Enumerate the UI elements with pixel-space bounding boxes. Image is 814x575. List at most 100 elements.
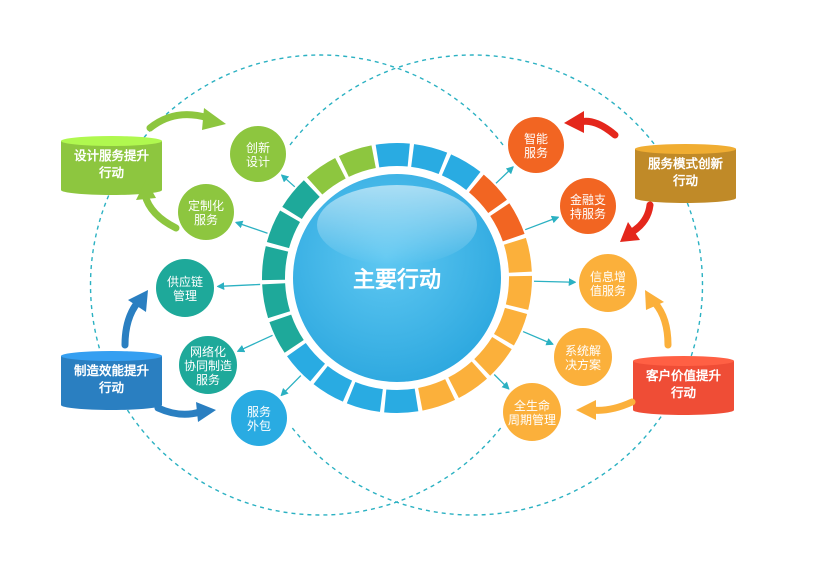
ring-segment (441, 154, 481, 190)
node-circle (230, 126, 286, 182)
ring-segment (418, 379, 456, 411)
action-label-line: 设计服务提升 (74, 148, 150, 163)
node-circle (508, 117, 564, 173)
connector-line (493, 374, 510, 390)
ring-segment (262, 246, 289, 281)
node-label-line: 决方案 (565, 357, 601, 372)
action-box-top (635, 144, 736, 154)
connector-line (533, 278, 577, 286)
ring-segment (338, 145, 376, 177)
curved-arrow-green-bottom (136, 180, 180, 232)
action-box-body (61, 141, 162, 195)
action-box-body (633, 361, 734, 415)
action-label-line: 行动 (672, 173, 699, 188)
ring-segment (313, 366, 353, 402)
node-label-line: 服务 (196, 372, 220, 387)
connector-line (234, 220, 268, 234)
curved-arrow-green-top (146, 108, 226, 132)
curved-arrow-shaft (146, 111, 212, 132)
dashed-arc-right (289, 54, 704, 516)
curved-arrow-shaft (576, 117, 619, 139)
ring-segment (282, 180, 320, 219)
connector-line (495, 166, 515, 184)
ring-segment (468, 174, 507, 214)
curved-arrow-head (620, 222, 640, 242)
curved-arrow-head (576, 400, 596, 420)
action-box-top (633, 356, 734, 366)
curved-arrow-red-top (564, 111, 619, 139)
node-circle (179, 336, 237, 394)
node-label-line: 值服务 (590, 283, 626, 298)
ring-segment (411, 144, 448, 175)
curved-arrow-blue-bottom (154, 402, 216, 422)
curved-arrow-head (564, 111, 584, 133)
curved-arrow-shaft (651, 299, 672, 349)
action-box-body (635, 149, 736, 204)
node-label-line: 全生命 (514, 398, 550, 413)
curved-arrow-shaft (154, 404, 204, 418)
node-label-line: 金融支 (570, 192, 606, 207)
ring-segment (490, 203, 525, 242)
ring-segment (262, 283, 291, 319)
curved-arrow-shaft (628, 201, 654, 236)
node-label-line: 网络化 (190, 344, 226, 359)
center-label: 主要行动 (353, 267, 441, 293)
node-label-line: 智能 (524, 131, 548, 146)
action-label-line: 服务模式创新 (648, 156, 724, 171)
node-label-line: 定制化 (188, 198, 224, 213)
node-label-line: 系统解 (565, 344, 601, 358)
ring-segment (503, 237, 532, 273)
action-label-line: 制造效能提升 (74, 363, 150, 378)
ring-segment (287, 342, 326, 382)
curved-arrow-yellow-bottom (576, 398, 636, 420)
connector-line (216, 282, 261, 291)
curved-arrow-shaft (588, 398, 636, 414)
node-circle (560, 178, 616, 234)
node-label-line: 持服务 (570, 206, 606, 221)
node-circle (231, 390, 287, 446)
node-label-line: 创新 (246, 140, 270, 155)
ring-segment (306, 157, 346, 195)
curved-arrow-head (128, 290, 148, 312)
curved-arrow-red-bottom (620, 201, 654, 242)
action-label-line: 行动 (98, 165, 125, 180)
ring-segment (448, 361, 488, 399)
action-label-line: 行动 (670, 385, 697, 400)
curved-arrow-yellow-top (645, 290, 672, 349)
action-box-top (61, 351, 162, 361)
curved-arrow-head (202, 108, 226, 130)
node-label-line: 服务 (194, 212, 218, 227)
node-circle (156, 259, 214, 317)
connector-line (522, 330, 555, 346)
node-label-line: 供应链 (167, 274, 203, 289)
connector-line (524, 215, 560, 231)
ring-segment (505, 275, 532, 310)
connector-lines (216, 166, 577, 397)
action-label-line: 行动 (98, 380, 125, 395)
node-label-line: 周期管理 (508, 412, 556, 427)
curved-arrows (121, 108, 672, 422)
curved-arrow-head (196, 402, 216, 422)
ring-segment (269, 314, 304, 353)
curved-arrow-head (136, 180, 156, 200)
ring-segment (493, 307, 528, 346)
node-label-line: 信息增 (590, 269, 626, 284)
node-circles: 创新设计定制化服务供应链管理网络化协同制造服务服务外包智能服务金融支持服务信息增… (153, 114, 640, 449)
node-circle (503, 383, 561, 441)
ring-segment (375, 142, 410, 168)
node-circle (579, 254, 637, 312)
center-disk-shine (317, 185, 477, 265)
